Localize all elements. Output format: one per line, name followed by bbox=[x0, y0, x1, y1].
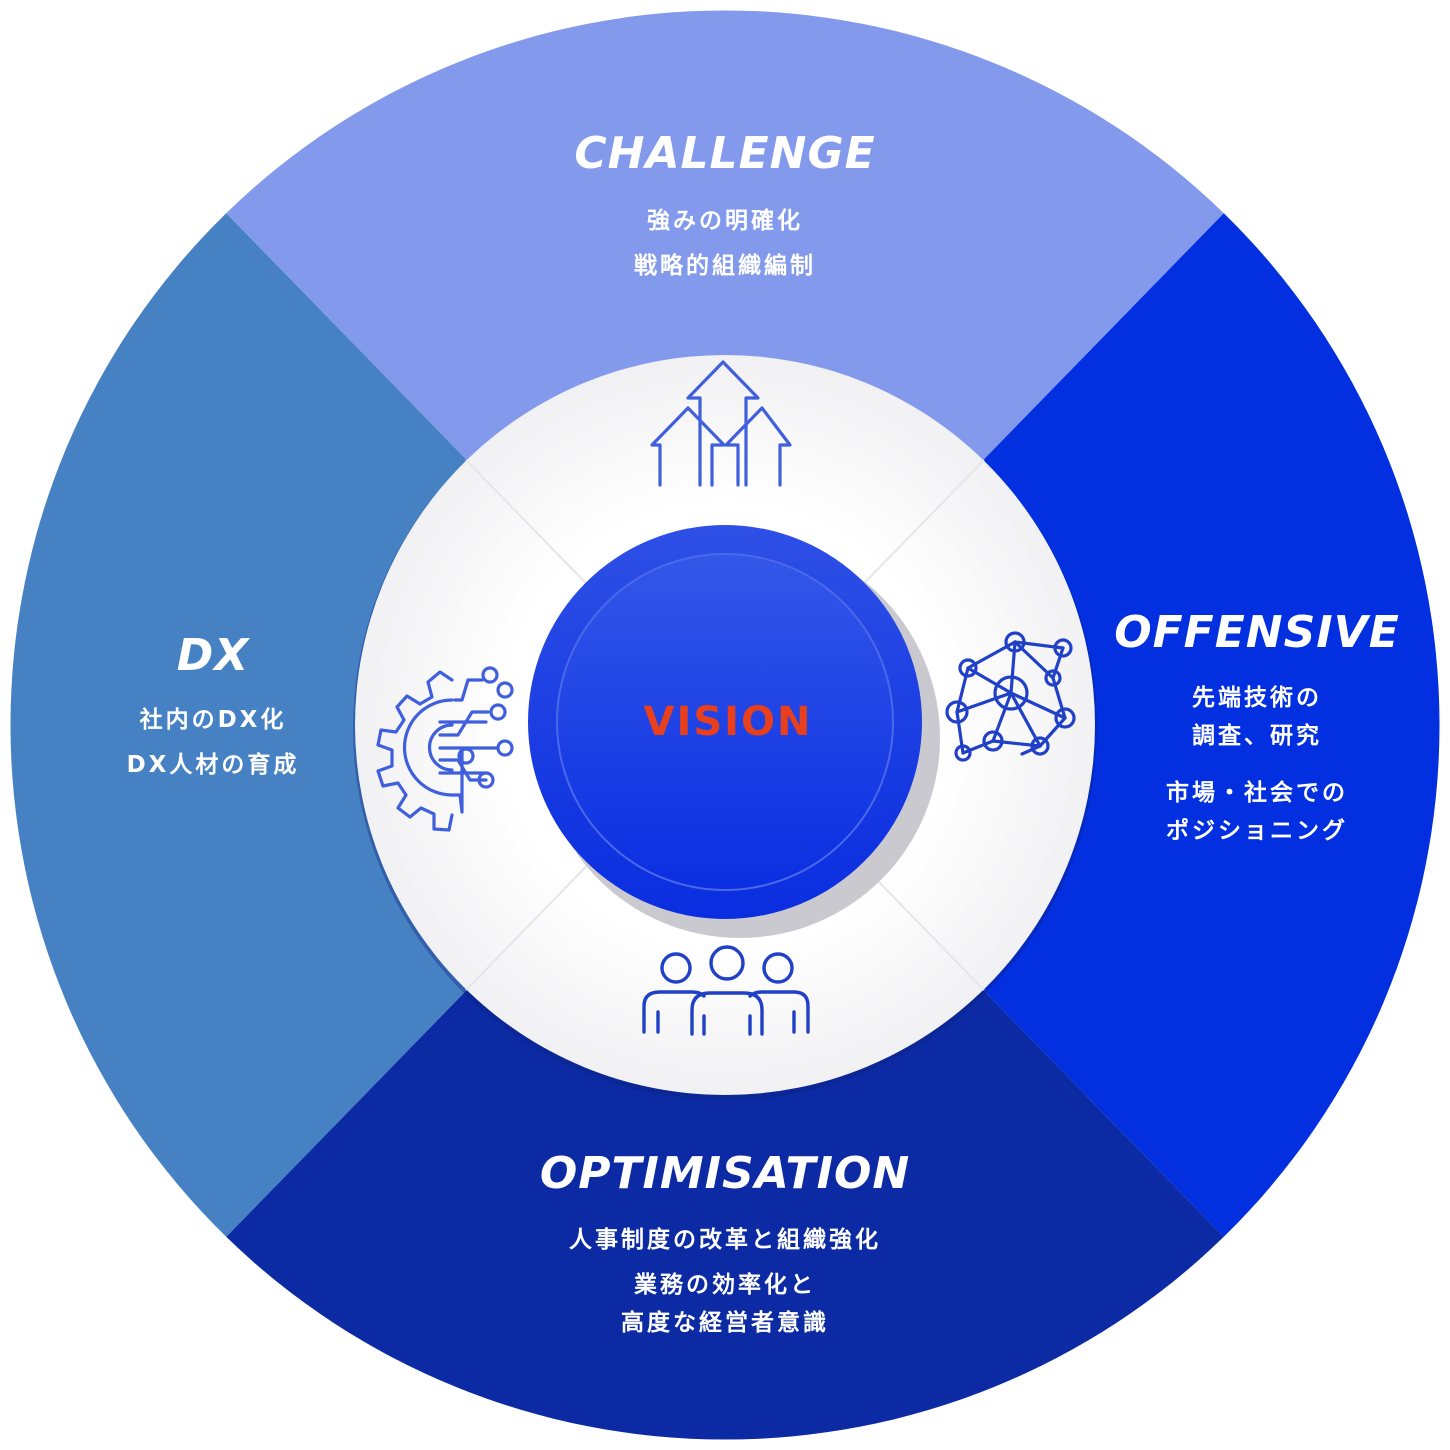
network-icon bbox=[945, 631, 1076, 762]
offensive-line-2: 調査、研究 bbox=[1192, 722, 1322, 749]
people-icon bbox=[642, 945, 810, 1036]
gear-circuit-icon bbox=[376, 666, 514, 832]
challenge-title: CHALLENGE bbox=[574, 128, 875, 179]
optimisation-line-3: 高度な経営者意識 bbox=[621, 1309, 829, 1336]
offensive-line-1: 先端技術の bbox=[1192, 684, 1322, 711]
challenge-line-1: 強みの明確化 bbox=[647, 207, 803, 234]
optimisation-line-2: 業務の効率化と bbox=[633, 1271, 816, 1298]
center-label: VISION bbox=[643, 699, 812, 745]
dx-line-2: DX人材の育成 bbox=[127, 751, 300, 778]
offensive-line-4: ポジショニング bbox=[1166, 817, 1348, 844]
optimisation-line-1: 人事制度の改革と組織強化 bbox=[569, 1226, 881, 1253]
dx-line-1: 社内のDX化 bbox=[140, 706, 287, 733]
challenge-line-2: 戦略的組織編制 bbox=[634, 252, 816, 279]
arrows-up-icon bbox=[650, 360, 792, 487]
center-inner-circle bbox=[556, 553, 894, 891]
dx-title: DX bbox=[177, 630, 251, 681]
offensive-line-3: 市場・社会での bbox=[1166, 779, 1348, 806]
offensive-title: OFFENSIVE bbox=[1114, 607, 1400, 658]
optimisation-title: OPTIMISATION bbox=[540, 1148, 910, 1199]
